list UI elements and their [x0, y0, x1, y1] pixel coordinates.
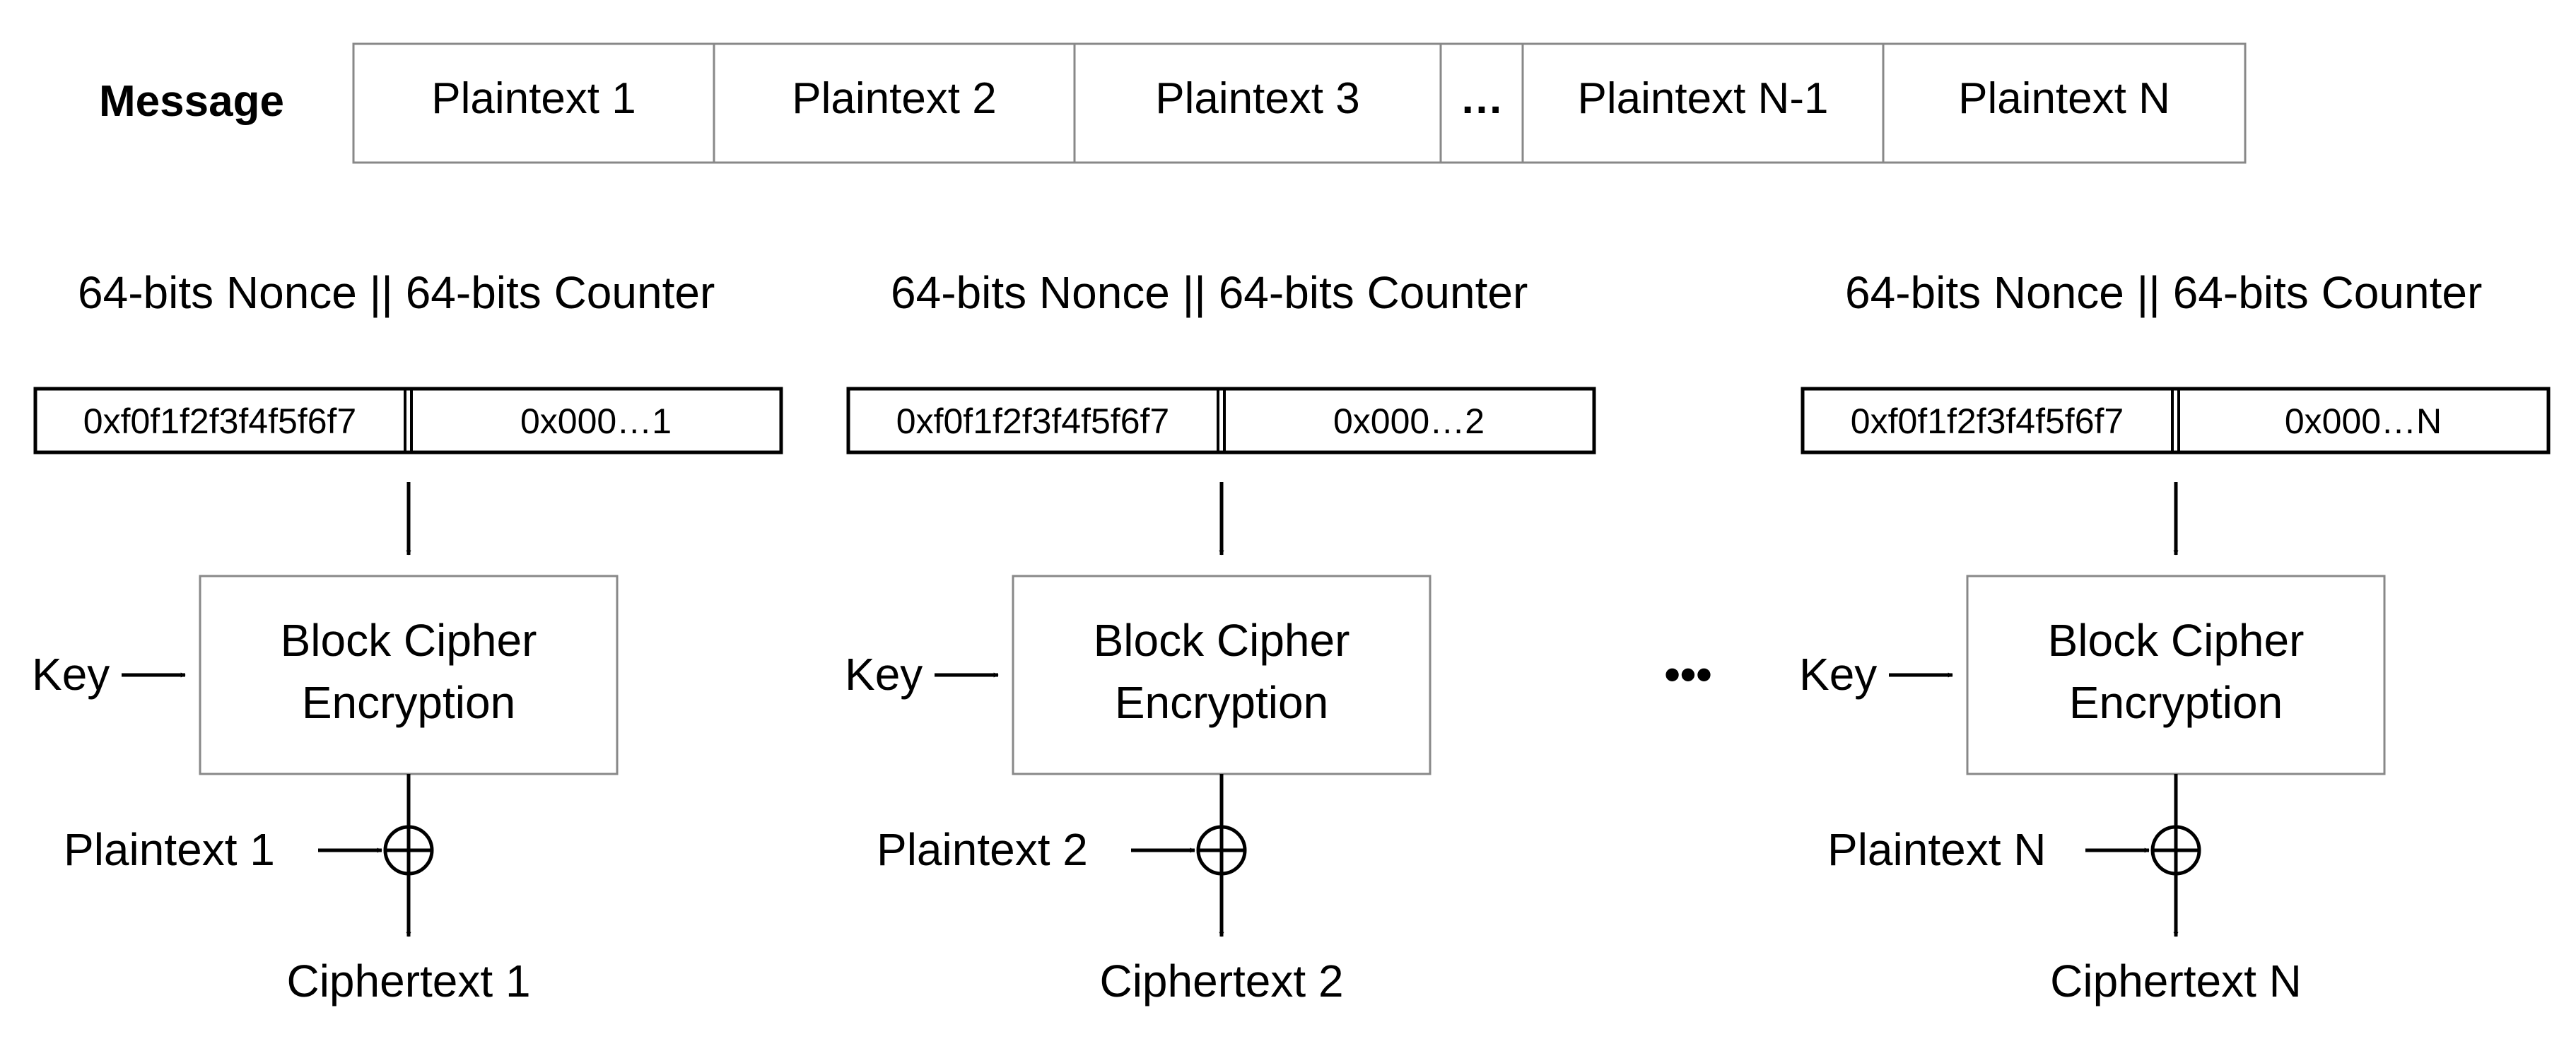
xor-icon	[1196, 825, 1247, 876]
plaintext-input-label: Plaintext 1	[64, 824, 275, 875]
counter-value: 0x000…1	[520, 401, 672, 441]
nonce-value: 0xf0f1f2f3f4f5f6f7	[896, 401, 1169, 441]
counter-block-outline	[33, 387, 783, 454]
ciphertext-label: Ciphertext 1	[286, 956, 530, 1006]
block-cipher-label-line1: Block Cipher	[2048, 615, 2305, 666]
message-block-ellipsis: …	[1460, 74, 1504, 123]
block-cipher-box	[1012, 575, 1432, 775]
stage-header: 64-bits Nonce || 64-bits Counter	[891, 267, 1528, 318]
nonce-value: 0xf0f1f2f3f4f5f6f7	[1851, 401, 2124, 441]
stage-header: 64-bits Nonce || 64-bits Counter	[1845, 267, 2482, 318]
stage-1: 64-bits Nonce || 64-bits Counter 0xf0f1f…	[32, 267, 783, 1006]
message-label: Message	[99, 77, 284, 126]
block-cipher-box	[1966, 575, 2386, 775]
counter-block: 0xf0f1f2f3f4f5f6f7 0x000…N	[1801, 387, 2551, 454]
nonce-value: 0xf0f1f2f3f4f5f6f7	[83, 401, 356, 441]
plaintext-input-label: Plaintext 2	[877, 824, 1088, 875]
xor-icon	[2150, 825, 2201, 876]
message-block-n: Plaintext N	[1958, 74, 2170, 123]
message-bar	[352, 42, 2247, 164]
block-cipher-label-line1: Block Cipher	[1094, 615, 1350, 666]
key-label: Key	[1799, 649, 1877, 700]
stage-header: 64-bits Nonce || 64-bits Counter	[78, 267, 715, 318]
counter-block-outline	[846, 387, 1596, 454]
stage-2: 64-bits Nonce || 64-bits Counter 0xf0f1f…	[845, 267, 1596, 1006]
plaintext-input-label: Plaintext N	[1827, 824, 2046, 875]
block-cipher-label-line1: Block Cipher	[281, 615, 537, 666]
ciphertext-label: Ciphertext 2	[1099, 956, 1343, 1006]
block-cipher-label-line2: Encryption	[2069, 677, 2283, 728]
message-blocks: Plaintext 1 Plaintext 2 Plaintext 3 … Pl…	[431, 74, 2170, 123]
message-block-3: Plaintext 3	[1155, 74, 1360, 123]
stages-ellipsis: •••	[1664, 649, 1711, 700]
key-label: Key	[845, 649, 923, 700]
xor-icon	[383, 825, 434, 876]
message-block-2: Plaintext 2	[792, 74, 997, 123]
counter-block-outline	[1801, 387, 2551, 454]
block-cipher-label-line2: Encryption	[1115, 677, 1328, 728]
block-cipher-label-line2: Encryption	[302, 677, 515, 728]
ciphertext-label: Ciphertext N	[2050, 956, 2302, 1006]
stage-n: 64-bits Nonce || 64-bits Counter 0xf0f1f…	[1799, 267, 2551, 1006]
message-bar-outline	[352, 42, 2247, 164]
counter-value: 0x000…2	[1333, 401, 1485, 441]
message-block-1: Plaintext 1	[431, 74, 636, 123]
block-cipher-box	[199, 575, 619, 775]
counter-value: 0x000…N	[2285, 401, 2442, 441]
counter-block: 0xf0f1f2f3f4f5f6f7 0x000…2	[846, 387, 1596, 454]
message-block-n-minus-1: Plaintext N-1	[1578, 74, 1829, 123]
key-label: Key	[32, 649, 110, 700]
counter-block: 0xf0f1f2f3f4f5f6f7 0x000…1	[33, 387, 783, 454]
